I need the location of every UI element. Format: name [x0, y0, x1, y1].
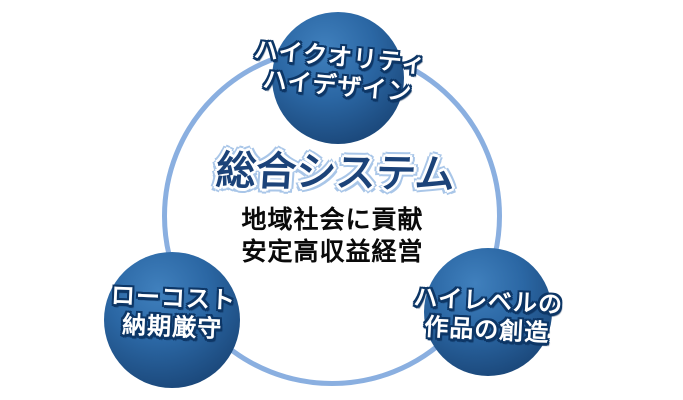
node-label-line2: 納期厳守	[121, 311, 223, 344]
center-subtitle-2: 安定高収益経営	[241, 238, 424, 266]
node-high-level-creation-label: ハイレベルの 作品の創造	[412, 283, 564, 349]
center-title: 総合システム	[214, 148, 457, 198]
node-high-quality-label: ハイクオリティ ハイデザイン	[250, 36, 427, 109]
node-high-level-creation: ハイレベルの 作品の創造	[413, 248, 564, 376]
center-subtitles: 地域社会に貢献 安定高収益経営	[0, 204, 671, 268]
center-subtitle-1: 地域社会に貢献	[241, 206, 424, 234]
node-high-quality: ハイクオリティ ハイデザイン	[253, 12, 427, 144]
center-text-block: 総合システム 地域社会に貢献 安定高収益経営	[0, 149, 677, 268]
node-low-cost-label: ローコスト 納期厳守	[109, 281, 236, 344]
node-low-cost: ローコスト 納期厳守	[104, 252, 240, 388]
